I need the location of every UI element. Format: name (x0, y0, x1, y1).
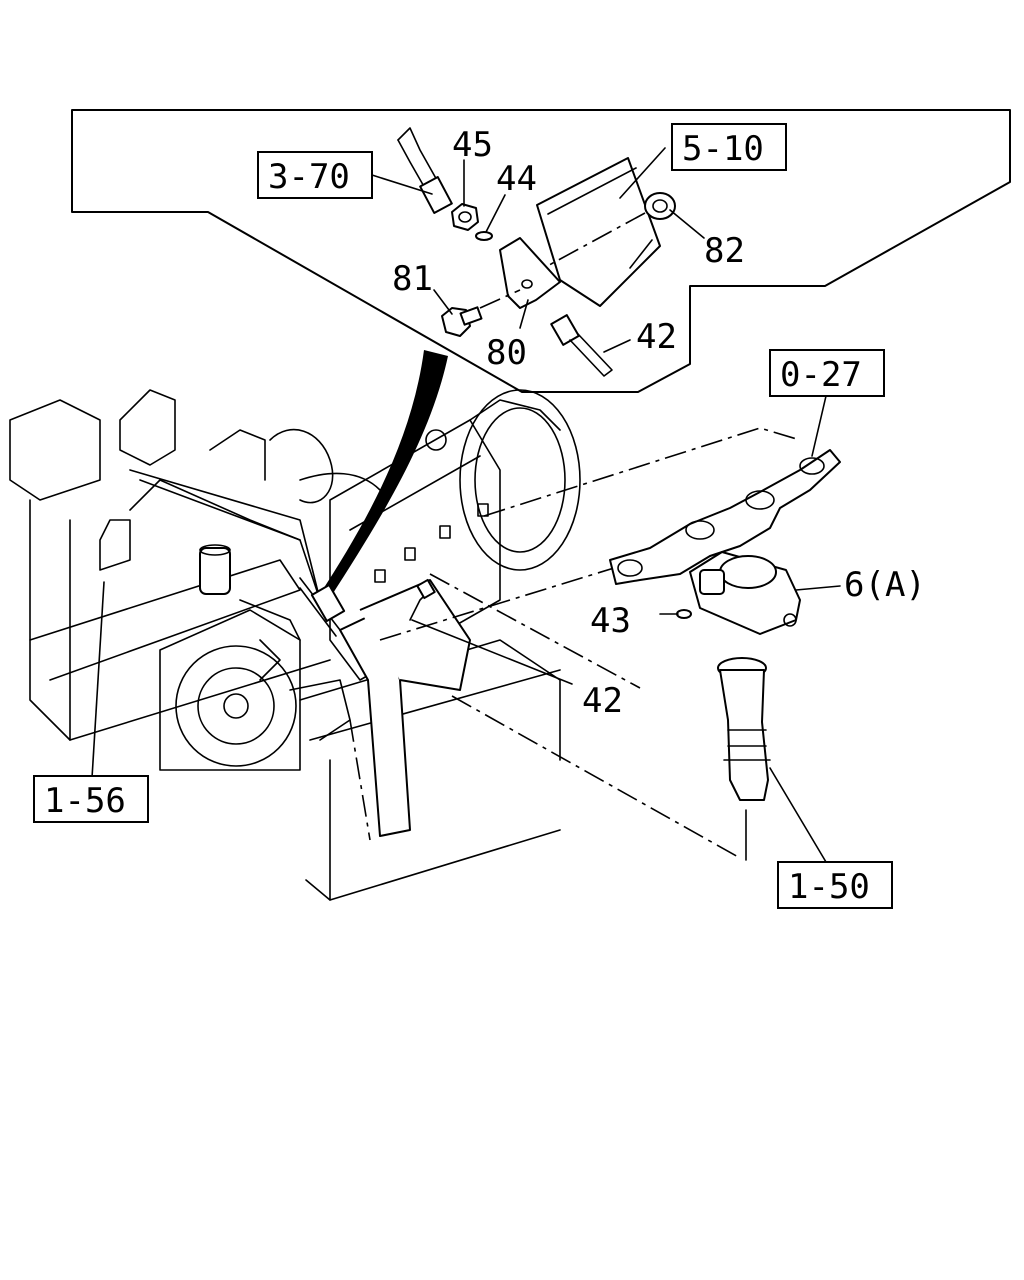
ref-1-56: 1-56 (44, 781, 126, 821)
oring-43 (676, 609, 692, 619)
chain-line-43 (429, 573, 641, 689)
ref-0-27: 0-27 (780, 355, 862, 395)
exhaust-manifold-0-27 (609, 449, 841, 585)
leader-6a (795, 585, 841, 591)
sensor-42-detail (550, 314, 613, 377)
callout-45: 45 (452, 125, 493, 165)
engine-assembly (9, 389, 581, 901)
leader-80 (519, 299, 529, 329)
leader-81 (433, 289, 453, 315)
washer-44 (475, 231, 493, 241)
ref-1-50: 1-50 (788, 867, 870, 907)
exhaust-pipe-1-50 (717, 657, 771, 801)
leader-1-56 (91, 581, 105, 779)
ref-box-1-56: 1-56 (33, 775, 149, 823)
ref-box-0-27: 0-27 (769, 349, 885, 397)
ref-box-3-70: 3-70 (257, 151, 373, 199)
ref-3-70: 3-70 (268, 157, 350, 197)
leader-42-top (603, 339, 631, 353)
ref-5-10: 5-10 (682, 129, 764, 169)
callout-44: 44 (496, 159, 537, 199)
nut-45 (451, 203, 479, 231)
chain-line-0-27 (483, 427, 801, 517)
alignment-line-81 (479, 289, 521, 309)
exhaust-brake-6a (689, 551, 801, 635)
callout-43: 43 (590, 601, 631, 641)
bracket-5-10 (536, 157, 661, 307)
callout-42-mid: 42 (582, 681, 623, 721)
leader-5-10 (619, 147, 666, 199)
leader-44 (485, 194, 506, 233)
ref-box-1-50: 1-50 (777, 861, 893, 909)
chain-line-1-50 (451, 695, 741, 859)
bolt-81 (441, 306, 483, 337)
pipe-3-70 (397, 127, 453, 214)
chain-line-pillar (349, 719, 371, 841)
chain-line-6a (379, 559, 641, 641)
detail-inset-outline (71, 109, 1011, 393)
leader-42-mid (411, 619, 573, 685)
alignment-line-82 (539, 212, 646, 271)
leader-3-70 (371, 174, 433, 195)
ref-box-5-10: 5-10 (671, 123, 787, 171)
detail-pointer-wedge (320, 350, 448, 598)
leader-0-27 (811, 395, 827, 457)
nut-82 (644, 192, 676, 220)
callout-81: 81 (392, 259, 433, 299)
callout-80: 80 (486, 333, 527, 373)
leader-1-50 (769, 767, 827, 863)
callout-42-top: 42 (636, 317, 677, 357)
leader-82 (669, 209, 705, 239)
callout-6a: 6(A) (844, 565, 926, 605)
callout-82: 82 (704, 231, 745, 271)
